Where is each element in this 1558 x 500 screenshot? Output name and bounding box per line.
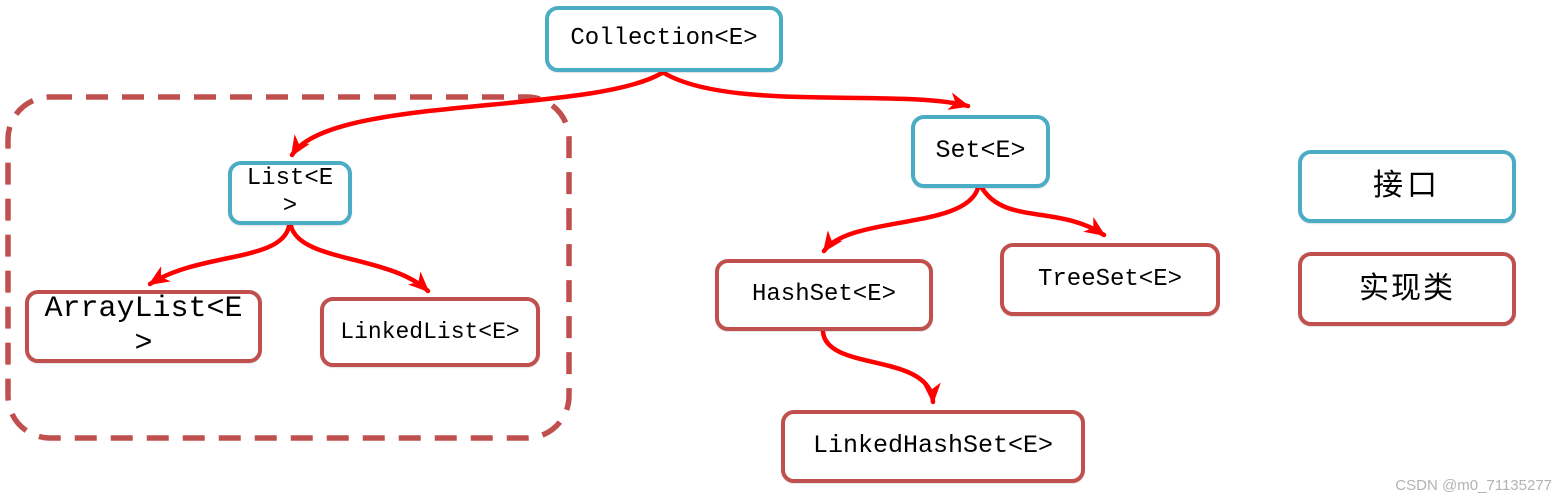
legend-interface-box: 接口 bbox=[1298, 150, 1516, 223]
legend-class-box: 实现类 bbox=[1298, 252, 1516, 326]
arrow-hashset-to-linkedhashset bbox=[820, 329, 941, 405]
node-collection: Collection<E> bbox=[545, 6, 783, 72]
node-linkedhashset: LinkedHashSet<E> bbox=[781, 410, 1085, 483]
node-linkedlist: LinkedList<E> bbox=[320, 297, 540, 367]
dashed-group-outline bbox=[5, 94, 572, 441]
node-hashset: HashSet<E> bbox=[715, 259, 933, 331]
watermark: CSDN @m0_71135277 bbox=[1395, 477, 1552, 494]
node-arraylist: ArrayList<E > bbox=[25, 290, 262, 363]
arrow-list-to-arraylist bbox=[147, 223, 292, 287]
node-list: List<E > bbox=[228, 161, 352, 225]
arrow-set-to-treeset bbox=[979, 185, 1107, 238]
node-treeset: TreeSet<E> bbox=[1000, 243, 1220, 316]
arrow-list-to-linkedlist bbox=[288, 223, 431, 294]
node-set: Set<E> bbox=[911, 115, 1050, 188]
arrow-collection-to-list bbox=[289, 70, 665, 158]
arrow-collection-to-set bbox=[661, 70, 971, 110]
arrow-set-to-hashset bbox=[821, 185, 981, 254]
